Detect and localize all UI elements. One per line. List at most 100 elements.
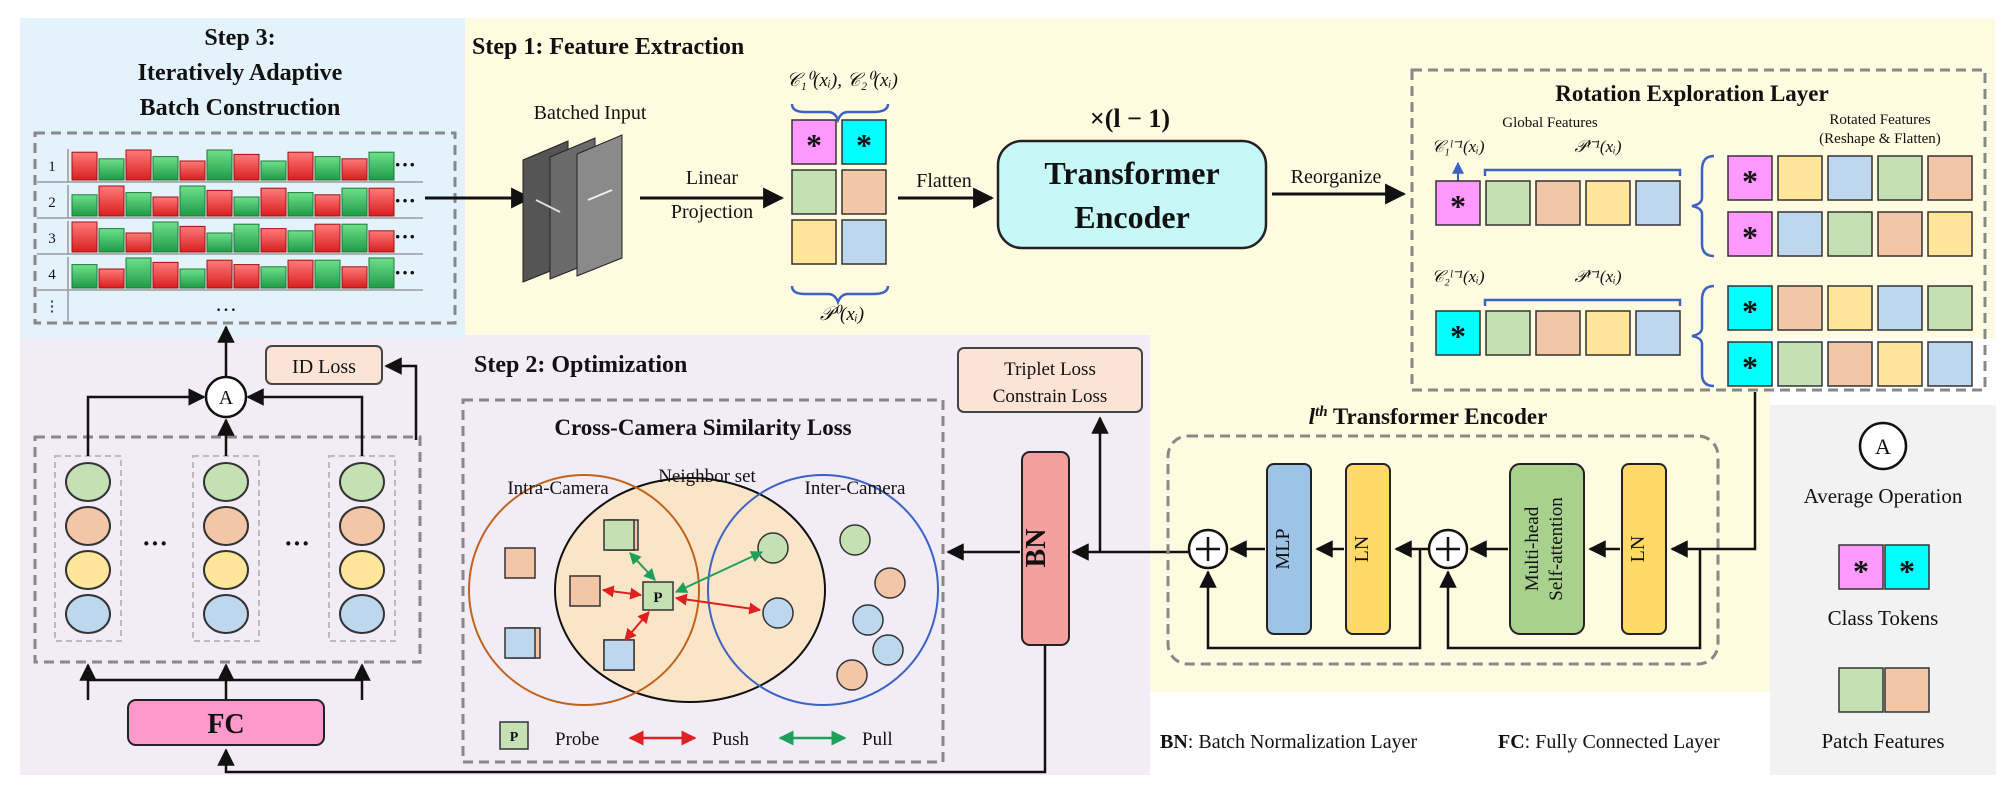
global-patch-1 [1485,180,1531,226]
rotated-class-token-star: * [1742,164,1758,199]
batch-bar [314,223,341,253]
legend-class-token-2 [1884,544,1930,590]
batch-row-label: 1 [48,159,56,175]
class-token-1-star: * [806,128,822,163]
inter-sample [836,659,868,691]
ln-label-1: LN [1351,536,1373,563]
batch-bar [368,151,395,181]
patch-token-2 [841,169,887,215]
mhsa-label-2: Self-attention [1546,497,1567,601]
lth-encoder-title: lth Transformer Encoder [1309,404,1548,429]
feature-node [65,506,111,546]
residual-add-1-sign [1196,537,1220,561]
ln-box-1 [1345,463,1391,635]
batch-bar [341,266,368,289]
batch-bar [206,232,233,253]
global-class-token-1-star: * [1450,189,1466,224]
c2-label: 𝒞₂ˡ⁻¹(xᵢ) [1431,267,1484,286]
legend-average-label: Average Operation [1804,484,1963,508]
rotated-patch [1777,341,1823,387]
batch-bar [233,264,260,289]
rotated-patch [1877,285,1923,331]
step3-title-2: Iteratively Adaptive [138,60,343,86]
c1-label: 𝒞₁ˡ⁻¹(xᵢ) [1431,137,1484,156]
rotation-title: Rotation Exploration Layer [1555,81,1828,106]
residual-skip-2 [1439,549,1702,650]
rotated-patch [1777,285,1823,331]
fc-label: FC [207,709,244,740]
legend-patch-2 [1884,667,1930,713]
feat-ellipsis-1: ··· [142,529,168,558]
ln-label-2: LN [1627,536,1649,563]
batch-bar [206,189,233,217]
inter-sample [852,604,884,636]
batch-bar [260,228,287,253]
avg-branch-right [246,388,364,456]
rotated-class-token [1727,341,1773,387]
batch-bar [260,187,287,217]
batch-row-ellipsis: ··· [394,188,416,213]
batch-bar [71,194,98,217]
rotated-patch [1827,211,1873,257]
batch-bar [314,259,341,289]
inter-sample [872,634,904,666]
batch-bar [71,221,98,253]
rotated-patch [1777,155,1823,201]
linear-label-1: Linear [686,167,739,189]
global-patch-2 [1535,310,1581,356]
constrain-loss-label: Constrain Loss [993,386,1108,407]
batch-bar [179,160,206,181]
batch-bar [206,259,233,289]
rotation-tokens: ****** [1435,155,1973,387]
intra-sample-blue [504,627,536,659]
feature-node [65,594,111,634]
batch-bar [341,158,368,181]
push-arrow-1 [601,585,643,600]
feature-node [203,550,249,590]
rot-brace-1 [1691,154,1715,258]
rotated-class-token-star: * [1742,220,1758,255]
batched-input-label: Batched Input [534,102,647,124]
inter-sample [839,524,871,556]
class-token-1 [791,119,837,165]
batch-bar [233,223,260,253]
rotated-patch [1777,211,1823,257]
intra-sample-green [603,519,635,551]
rotated-patch [1927,155,1973,201]
triplet-loss-label: Triplet Loss [1004,359,1096,380]
p2-bracket [1483,298,1682,306]
average-symbol: A [219,387,234,409]
inter-camera-label: Inter-Camera [805,478,906,499]
legend-star-2: * [1899,553,1915,589]
fc-abbreviation: FC: Fully Connected Layer [1498,731,1720,753]
patch-token-4 [841,219,887,265]
inter-sample [874,567,906,599]
batch-row-label: 2 [48,195,56,211]
rotated-class-token-star: * [1742,350,1758,385]
rotated-patch [1877,341,1923,387]
batch-bar [287,192,314,217]
class-token-math-label: 𝒞₁⁰(xᵢ), 𝒞₂⁰(xᵢ) [786,70,898,91]
feat-ellipsis-2: ··· [284,529,310,558]
batch-bar [179,185,206,217]
batch-row-label: 3 [48,231,56,247]
patch-token-3 [791,219,837,265]
global-patch-2 [1585,310,1631,356]
feature-node [203,506,249,546]
batch-table-frame [33,131,457,325]
batch-bar [179,268,206,289]
batch-bar [368,230,395,253]
class-token-brace [790,103,890,124]
global-features-label: Global Features [1502,115,1598,131]
rotated-class-token [1727,285,1773,331]
batch-bar [368,187,395,217]
rotated-patch [1927,341,1973,387]
inter-sample [757,532,789,564]
global-patch-1 [1535,180,1581,226]
batch-bar [152,196,179,217]
batch-bar [260,266,287,289]
legend-patch-1 [1838,667,1884,713]
global-patch-1 [1585,180,1631,226]
batch-bar [314,156,341,181]
